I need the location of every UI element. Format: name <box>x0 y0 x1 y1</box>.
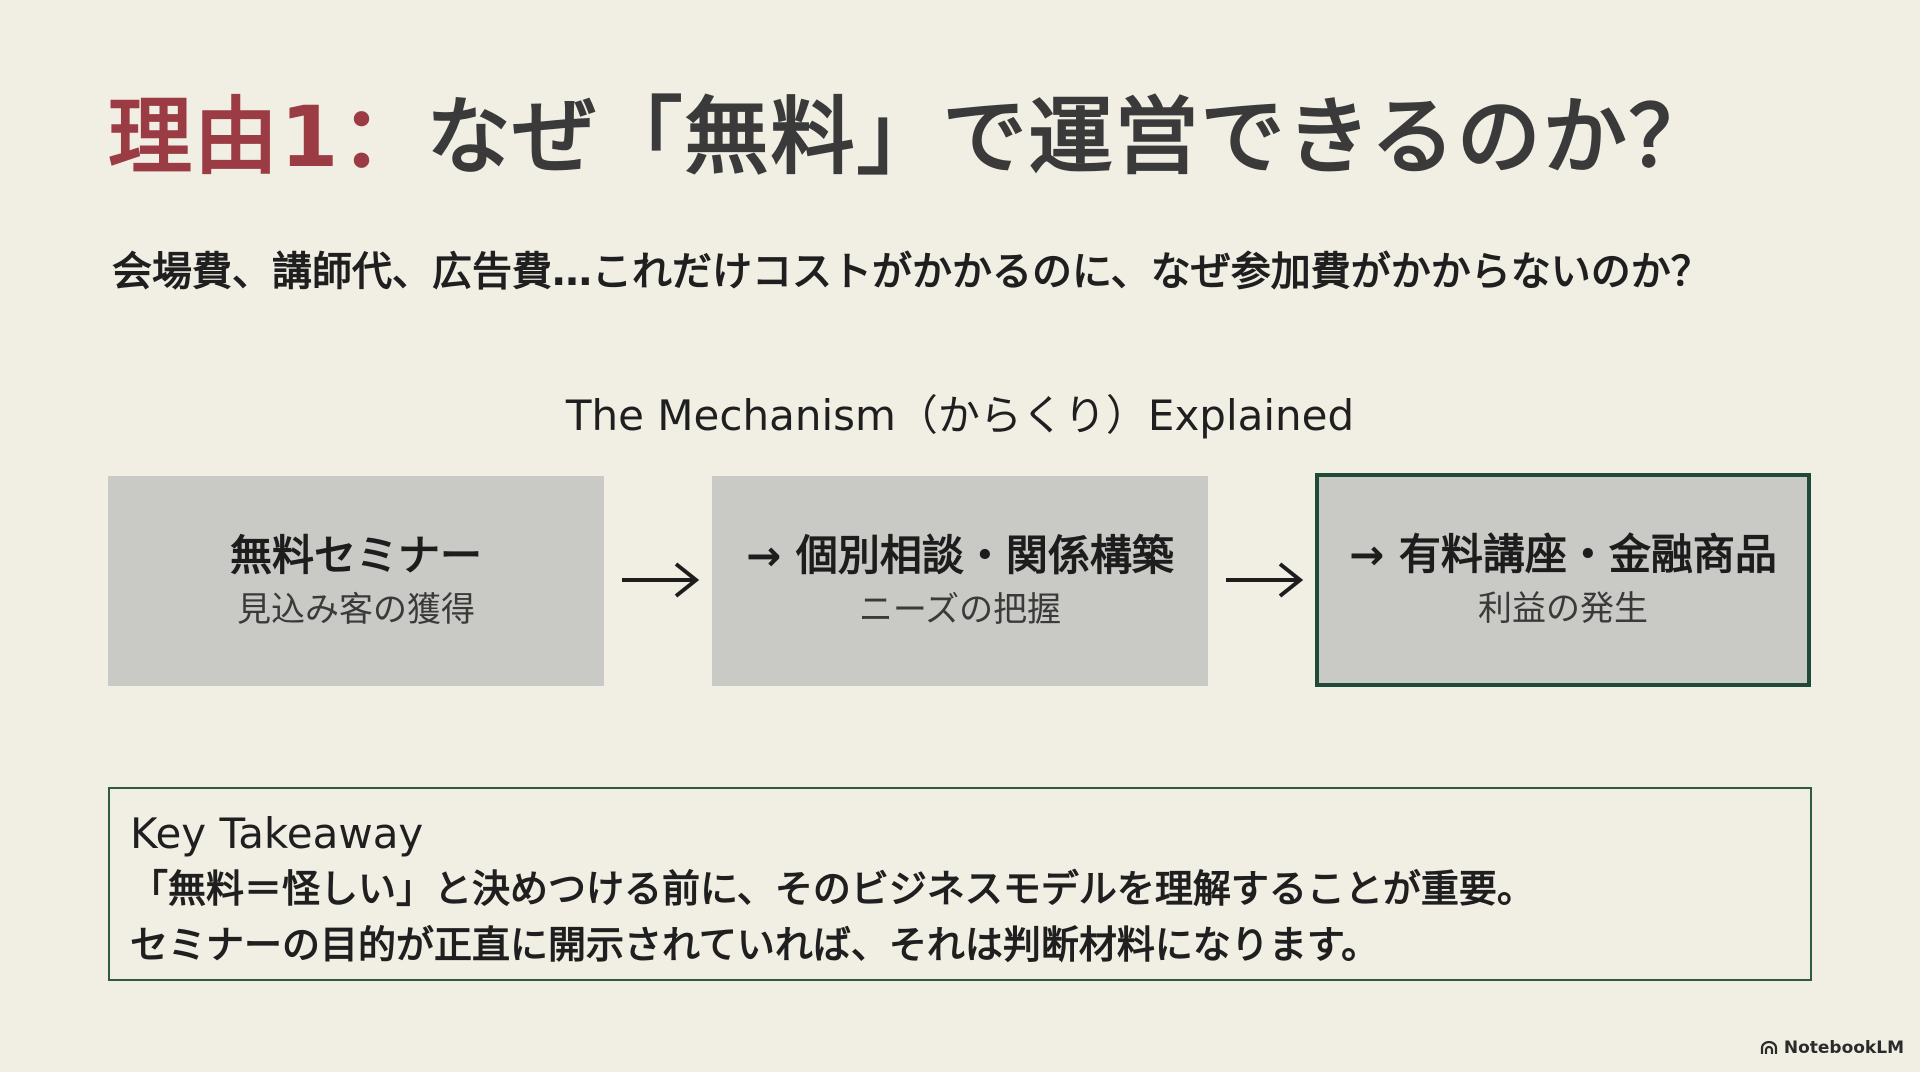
notebooklm-logo-icon <box>1760 1041 1777 1054</box>
watermark-label: NotebookLM <box>1783 1038 1904 1058</box>
flow-step-title: → 有料講座・金融商品 <box>1349 530 1777 579</box>
notebooklm-watermark: NotebookLM <box>1760 1038 1904 1058</box>
flow-step-subtitle: ニーズの把握 <box>858 590 1062 630</box>
slide-title: 理由1：なぜ「無料」で運営できるのか？ <box>108 82 1828 192</box>
flow-step-title: → 個別相談・関係構築 <box>746 531 1174 580</box>
takeaway-heading: Key Takeaway <box>130 809 424 858</box>
mechanism-heading: The Mechanism（からくり）Explained <box>565 391 1355 440</box>
right-arrow-icon <box>1226 562 1304 598</box>
flow-step-free-seminar: 無料セミナー 見込み客の獲得 <box>108 476 604 686</box>
slide-subtitle: 会場費、講師代、広告費…これだけコストがかかるのに、なぜ参加費がかからないのか？ <box>112 249 1711 295</box>
flow-step-subtitle: 見込み客の獲得 <box>237 590 475 630</box>
title-main: なぜ「無料」で運営できるのか？ <box>426 88 1715 186</box>
takeaway-line: セミナーの目的が正直に開示されていれば、それは判断材料になります。 <box>130 923 1380 967</box>
flow-step-title: 無料セミナー <box>229 531 482 580</box>
takeaway-line: 「無料＝怪しい」と決めつける前に、そのビジネスモデルを理解することが重要。 <box>130 867 1535 911</box>
flow-step-paid-products: → 有料講座・金融商品 利益の発生 <box>1315 473 1811 687</box>
flow-step-subtitle: 利益の発生 <box>1478 589 1648 629</box>
key-takeaway-box: Key Takeaway 「無料＝怪しい」と決めつける前に、そのビジネスモデルを… <box>108 787 1812 981</box>
flow-step-consultation: → 個別相談・関係構築 ニーズの把握 <box>712 476 1208 686</box>
right-arrow-icon <box>622 562 700 598</box>
title-accent: 理由1： <box>108 88 427 186</box>
